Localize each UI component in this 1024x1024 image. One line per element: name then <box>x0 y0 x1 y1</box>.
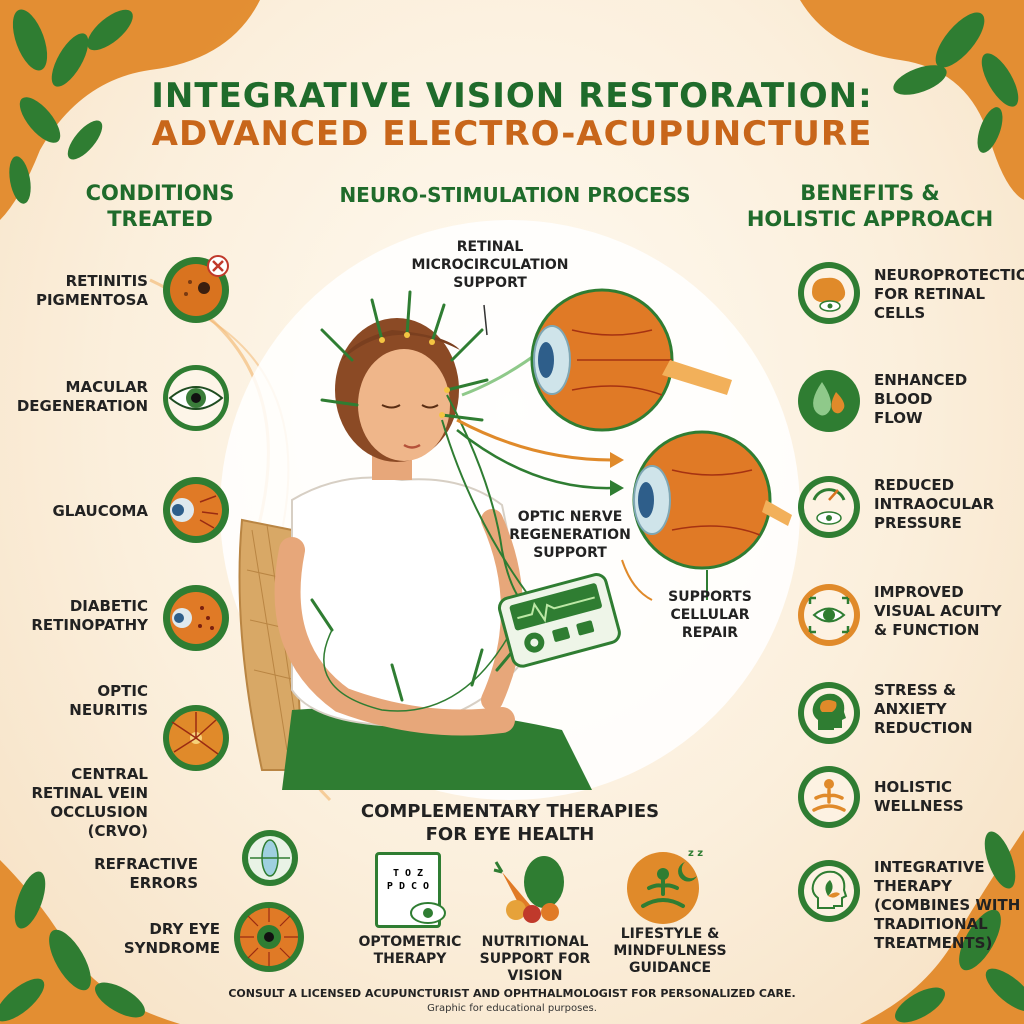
benefit-label: ENHANCED BLOOD FLOW <box>874 371 968 427</box>
vegetables-icon <box>493 856 564 923</box>
condition-label: REFRACTIVE ERRORS <box>94 855 198 892</box>
head-brain-icon <box>798 682 860 744</box>
gauge-icon <box>798 476 860 538</box>
therapy-label: NUTRITIONAL SUPPORT FOR VISION <box>479 934 591 984</box>
title-line-2: ADVANCED ELECTRO-ACUPUNCTURE <box>151 114 873 154</box>
drop-icon <box>798 370 860 432</box>
process-heading: NEURO-STIMULATION PROCESS <box>339 183 691 207</box>
conditions-heading: CONDITIONS TREATED <box>85 181 235 231</box>
meditation-moon-icon <box>627 852 699 924</box>
title-line-1: INTEGRATIVE VISION RESTORATION: <box>151 76 873 116</box>
condition-label: DRY EYE SYNDROME <box>123 920 220 957</box>
eye-chart-icon: T O Z P D C O <box>375 852 446 928</box>
retina-icon <box>163 705 229 771</box>
eyeball-icon <box>163 477 229 543</box>
benefit-label: REDUCED INTRAOCULAR PRESSURE <box>874 476 995 532</box>
benefit-label: NEUROPROTECTION FOR RETINAL CELLS <box>874 266 1024 322</box>
condition-label: MACULAR DEGENERATION <box>16 378 148 415</box>
retina-icon <box>163 255 229 323</box>
eye-icon <box>163 365 229 431</box>
therapy-label: LIFESTYLE & MINDFULNESS GUIDANCE <box>613 926 727 976</box>
retinal-support-label: RETINAL MICROCIRCULATION SUPPORT <box>411 239 569 291</box>
benefit-label: STRESS & ANXIETY REDUCTION <box>874 681 973 737</box>
cellular-repair-label: SUPPORTS CELLULAR REPAIR <box>668 589 752 641</box>
benefit-label: IMPROVED VISUAL ACUITY & FUNCTION <box>874 583 1002 639</box>
neuro-stimulation-illustration <box>238 288 792 790</box>
brain-eye-icon <box>798 262 860 324</box>
condition-label: DIABETIC RETINOPATHY <box>31 597 148 634</box>
benefit-label: INTEGRATIVE THERAPY (COMBINES WITH TRADI… <box>874 858 1021 952</box>
condition-label: RETINITIS PIGMENTOSA <box>35 272 148 309</box>
benefits-heading: BENEFITS & HOLISTIC APPROACH <box>746 181 994 231</box>
optic-support-label: OPTIC NERVE REGENERATION SUPPORT <box>509 509 631 561</box>
therapy-label: OPTOMETRIC THERAPY <box>358 934 462 967</box>
condition-label: CENTRAL RETINAL VEIN OCCLUSION (CRVO) <box>31 765 148 840</box>
condition-label: GLAUCOMA <box>52 502 149 520</box>
eye-focus-icon <box>798 584 860 646</box>
sleep-z-label: z z <box>688 848 704 859</box>
head-leaf-icon <box>798 860 860 922</box>
lens-icon <box>242 830 298 886</box>
retina-spots-icon <box>163 585 229 651</box>
benefit-label: HOLISTIC WELLNESS <box>874 778 964 815</box>
eye-chart-letters: T O Z P D C O <box>386 868 430 892</box>
disclaimer: CONSULT A LICENSED ACUPUNCTURIST AND OPH… <box>228 987 796 1000</box>
dry-eye-icon <box>234 902 304 972</box>
complementary-title: COMPLEMENTARY THERAPIES FOR EYE HEALTH <box>360 801 660 845</box>
educational-note: Graphic for educational purposes. <box>427 1003 597 1014</box>
meditation-icon <box>798 766 860 828</box>
condition-label: OPTIC NEURITIS <box>69 682 148 719</box>
